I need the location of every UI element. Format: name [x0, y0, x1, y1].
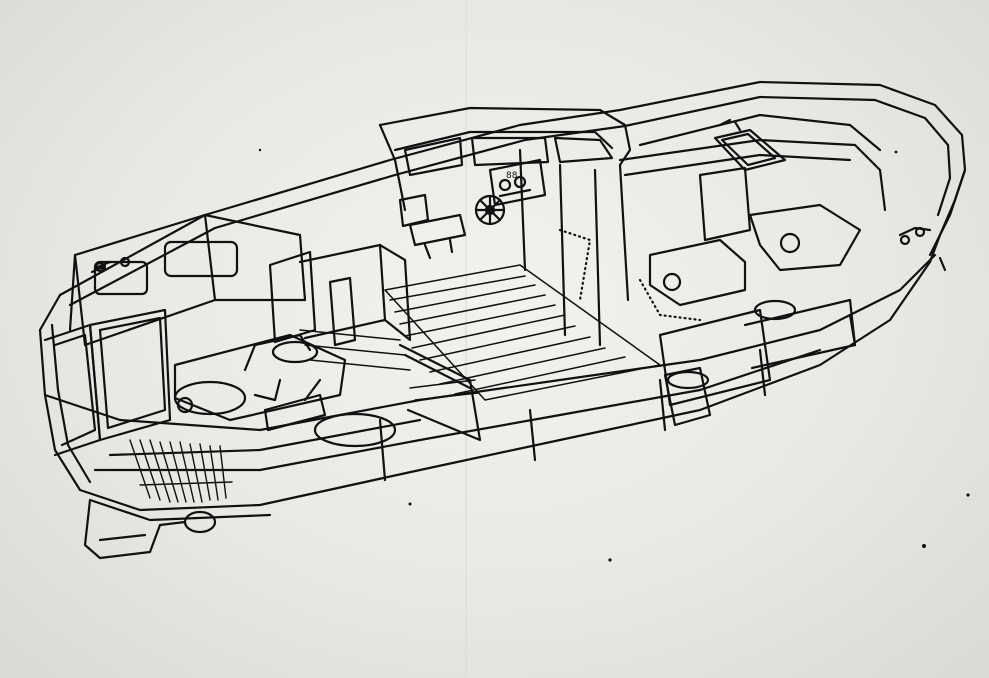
aft-cabin [43, 213, 307, 457]
helm-seat [398, 193, 467, 260]
wheelhouse [378, 106, 632, 347]
cockpit-bulkhead [268, 243, 482, 442]
paper-crease [465, 0, 467, 678]
deck-planking [299, 264, 661, 401]
aft-galley [173, 333, 397, 448]
rudder-outdrive [83, 498, 217, 560]
engine-block [663, 366, 712, 427]
instrument-dial-label: 88 [506, 171, 518, 181]
steering-wheel [474, 194, 506, 226]
paper-specks [258, 148, 970, 562]
stern-shading [129, 439, 233, 503]
bow-rail [718, 118, 947, 272]
hull-outline [38, 80, 967, 522]
